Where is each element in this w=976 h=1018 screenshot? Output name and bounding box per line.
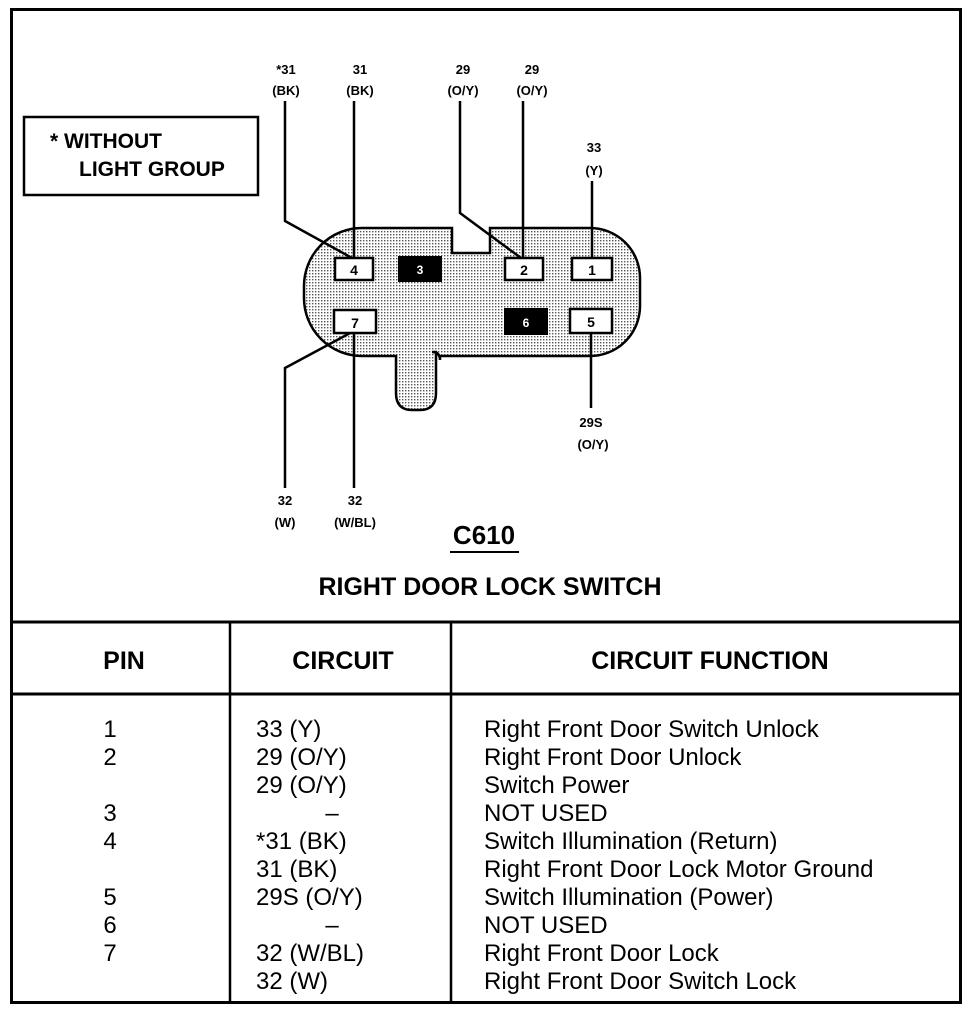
note-box: * WITHOUT LIGHT GROUP [22,115,260,197]
table-body: 1 33 (Y) Right Front Door Switch Unlock 2 29… [103,716,873,995]
circuit-cell: *31 (BK) [256,828,347,855]
cavity-6: 6 [504,308,548,335]
pin-cell: 5 [103,884,116,911]
wire-label-29s: 29S (O/Y) [577,415,608,452]
table-row: 3 – NOT USED [103,800,607,827]
wire-label-33: 33 (Y) [585,140,602,178]
cavity-3-label: 3 [417,263,424,277]
header-circuit-function: CIRCUIT FUNCTION [591,647,828,675]
connector-name: RIGHT DOOR LOCK SWITCH [318,573,661,601]
wire-29-a [458,101,522,260]
wire-circuit: 31 [353,62,367,77]
wire-color: (W/BL) [334,515,376,530]
wire-color: (BK) [272,83,299,98]
cavity-3: 3 [398,256,442,282]
wire-circuit: 32 [278,493,292,508]
function-cell: Right Front Door Switch Unlock [484,716,820,743]
circuit-cell: 31 (BK) [256,856,337,883]
note-line-1: * WITHOUT [50,130,162,153]
table-row: 7 32 (W/BL) Right Front Door Lock [103,940,719,967]
note-line-2: LIGHT GROUP [79,158,225,181]
function-cell: Right Front Door Unlock [484,744,742,771]
wire-label-29-b: 29 (O/Y) [516,62,547,98]
wire-color: (O/Y) [447,83,478,98]
circuit-cell: 29 (O/Y) [256,772,347,799]
table-row: 4 *31 (BK) Switch Illumination (Return) [103,828,777,855]
pin-cell: 3 [103,800,116,827]
circuit-cell: 32 (W/BL) [256,940,364,967]
wire-label-29-a: 29 (O/Y) [447,62,478,98]
function-cell: Right Front Door Lock Motor Ground [484,856,874,883]
wire-color: (O/Y) [516,83,547,98]
table-row: 31 (BK) Right Front Door Lock Motor Groun… [256,856,874,883]
circuit-cell: 29 (O/Y) [256,744,347,771]
table-row: 32 (W) Right Front Door Switch Lock [256,968,797,995]
function-cell: NOT USED [484,912,608,939]
wire-color: (W) [275,515,296,530]
wire-circuit: 33 [587,140,601,155]
function-cell: Right Front Door Switch Lock [484,968,797,995]
cavity-7: 7 [332,308,378,335]
wire-color: (O/Y) [577,437,608,452]
wires [283,101,594,488]
connector-body [302,226,642,412]
cavity-5-label: 5 [587,314,595,330]
cavity-2-label: 2 [520,262,528,278]
pin-cell: 4 [103,828,116,855]
pin-cell: 6 [103,912,116,939]
table-row: 29 (O/Y) Switch Power [256,772,629,799]
cavity-5: 5 [568,307,614,335]
cavity-6-label: 6 [523,316,530,330]
diagram-frame [10,8,962,1004]
wire-label-32-w: 32 (W) [275,493,296,530]
table-row: 2 29 (O/Y) Right Front Door Unlock [103,744,742,771]
function-cell: Switch Illumination (Power) [484,884,773,911]
table-row: 5 29S (O/Y) Switch Illumination (Power) [103,884,773,911]
circuit-cell: 33 (Y) [256,716,321,743]
header-circuit: CIRCUIT [292,647,393,675]
wire-circuit: *31 [276,62,296,77]
table-row: 1 33 (Y) Right Front Door Switch Unlock [103,716,819,743]
cavity-7-label: 7 [351,315,359,331]
cavity-2: 2 [503,256,545,282]
wire-color: (BK) [346,83,373,98]
wire-circuit: 29 [525,62,539,77]
table-row: 6 – NOT USED [103,912,607,939]
cavity-4-label: 4 [350,262,358,278]
wire-circuit: 29S [579,415,602,430]
wire-32-w [283,330,353,488]
cavity-4: 4 [333,256,375,282]
circuit-cell: 29S (O/Y) [256,884,363,911]
circuit-cell: – [325,912,339,939]
cavity-1-label: 1 [588,262,596,278]
circuit-cell: 32 (W) [256,968,328,995]
wire-circuit: 32 [348,493,362,508]
circuit-cell: – [325,800,339,827]
wire-label-31: 31 (BK) [346,62,373,98]
function-cell: NOT USED [484,800,608,827]
pin-cell: 2 [103,744,116,771]
wire-31-star [283,101,353,260]
function-cell: Switch Illumination (Return) [484,828,777,855]
wire-label-32-wbl: 32 (W/BL) [334,493,376,530]
table-grid [10,620,962,1004]
cavity-1: 1 [570,256,614,282]
pin-cell: 1 [103,716,116,743]
function-cell: Right Front Door Lock [484,940,720,967]
connector-id: C610 [453,520,515,550]
header-pin: PIN [103,647,145,675]
wire-circuit: 29 [456,62,470,77]
wire-label-31-star: *31 (BK) [272,62,299,98]
function-cell: Switch Power [484,772,629,799]
pin-cell: 7 [103,940,116,967]
wire-color: (Y) [585,163,602,178]
